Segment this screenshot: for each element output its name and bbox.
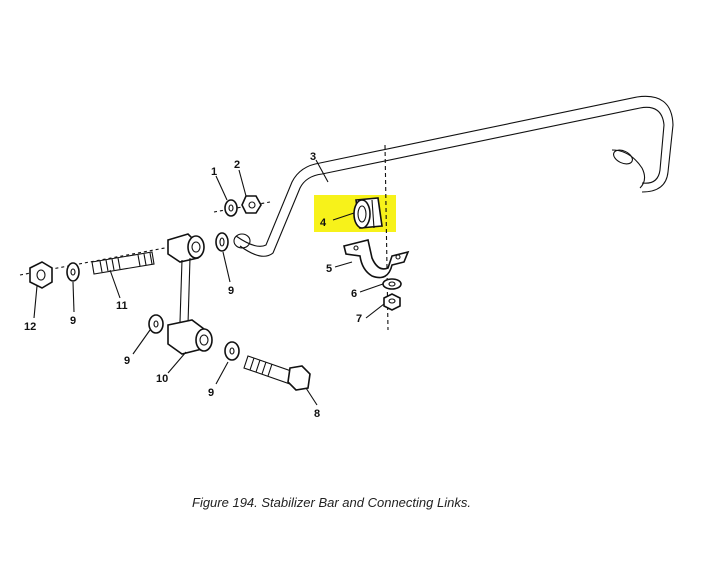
nut-2: [241, 195, 262, 214]
stabilizer-bar: [233, 95, 674, 257]
stud: [91, 251, 155, 275]
callout-9-c: 9: [124, 355, 130, 367]
callout-1: 1: [211, 166, 217, 178]
callout-2: 2: [234, 159, 240, 171]
callout-9-d: 9: [208, 387, 214, 399]
bolt: [243, 355, 311, 391]
callout-8: 8: [314, 408, 320, 420]
washer-1: [224, 199, 238, 217]
callout-11: 11: [116, 300, 128, 312]
callout-4: 4: [320, 217, 327, 229]
figure-caption: Figure 194. Stabilizer Bar and Connectin…: [192, 495, 471, 510]
washer-9-d: [224, 341, 240, 361]
callout-9-b: 9: [70, 315, 76, 327]
nut-7: [383, 293, 401, 311]
callout-3: 3: [310, 151, 316, 163]
bushing: [353, 197, 383, 229]
washer-9-b: [66, 262, 80, 282]
leader-lines: [33, 159, 385, 406]
washer-6: [382, 278, 402, 290]
callout-9-a: 9: [228, 285, 234, 297]
nut-12: [29, 261, 53, 289]
connecting-link: [167, 233, 213, 355]
callout-6: 6: [351, 288, 357, 300]
callout-12: 12: [24, 321, 36, 333]
washer-9-a: [215, 232, 229, 252]
washer-9-c: [148, 314, 164, 334]
bracket: [343, 239, 410, 279]
callout-5: 5: [326, 263, 332, 275]
callout-10: 10: [156, 373, 168, 385]
callout-7: 7: [356, 313, 362, 325]
